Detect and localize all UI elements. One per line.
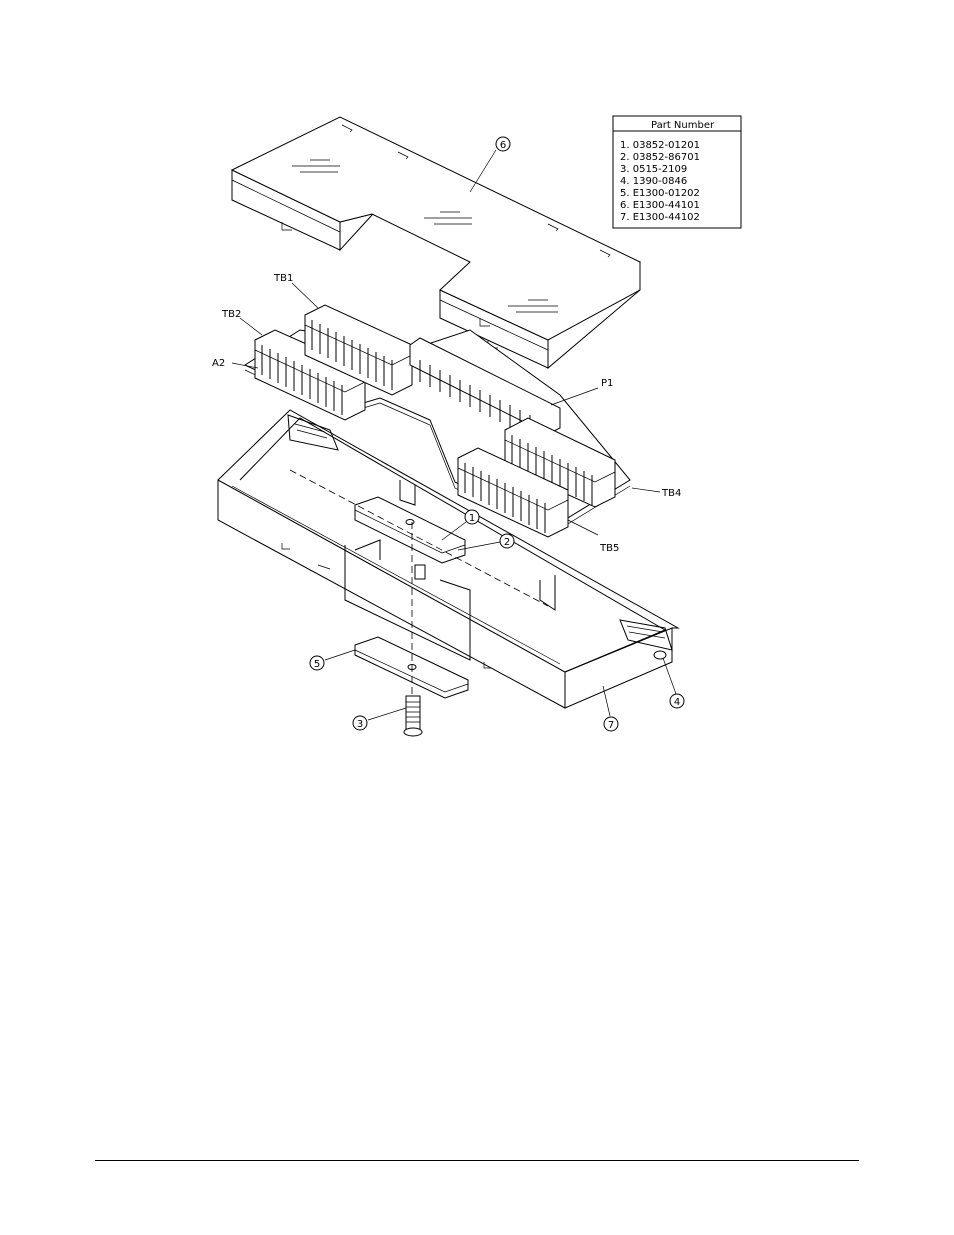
label-tb2: TB2 [221,309,241,320]
base-housing-part-7 [217,409,680,709]
callout-4: 4 [669,693,685,709]
label-tb5: TB5 [599,543,619,554]
parts-table-row: 2. 03852-86701 [620,152,700,163]
assembly-center-lines [289,469,549,696]
callout-4-label: 4 [674,697,680,708]
screw-part-3 [403,695,423,737]
top-cover-part-6 [230,116,641,370]
footer-rule [95,1160,859,1161]
callout-3-label: 3 [357,719,363,730]
callout-5-label: 5 [314,659,320,670]
label-tb1: TB1 [273,273,293,284]
callout-2: 2 [499,533,515,549]
parts-table-row: 5. E1300-01202 [620,188,700,199]
a2-circuit-board [243,304,631,538]
fastener-part-4 [653,650,667,660]
parts-table: Part Number 1. 03852-01201 2. 03852-8670… [612,115,742,229]
insulator-strip-part-5 [354,636,469,699]
label-tb4: TB4 [661,488,681,499]
parts-table-frame [612,115,742,229]
parts-table-header: Part Number [651,120,715,131]
terminal-block-tb5 [457,447,569,538]
callout-5: 5 [309,655,325,671]
parts-table-row: 3. 0515-2109 [620,164,687,175]
callout-1: 1 [464,509,480,525]
callout-2-label: 2 [504,537,510,548]
callout-3: 3 [352,715,368,731]
parts-table-row: 7. E1300-44102 [620,212,700,223]
label-a2: A2 [212,358,225,369]
terminal-block-tb1 [304,304,413,396]
parts-table-row: 4. 1390-0846 [620,176,687,187]
callout-1-label: 1 [469,513,475,524]
label-p1: P1 [601,378,613,389]
callout-7-label: 7 [608,720,614,731]
connector-p1 [409,337,561,437]
plate-part-1-2 [354,496,466,564]
callout-6: 6 [495,136,511,152]
leader-lines [231,149,677,721]
terminal-block-tb2 [254,329,366,421]
callout-7: 7 [603,716,619,732]
callout-6-label: 6 [500,140,506,151]
parts-table-row: 6. E1300-44101 [620,200,700,211]
parts-table-row: 1. 03852-01201 [620,140,700,151]
